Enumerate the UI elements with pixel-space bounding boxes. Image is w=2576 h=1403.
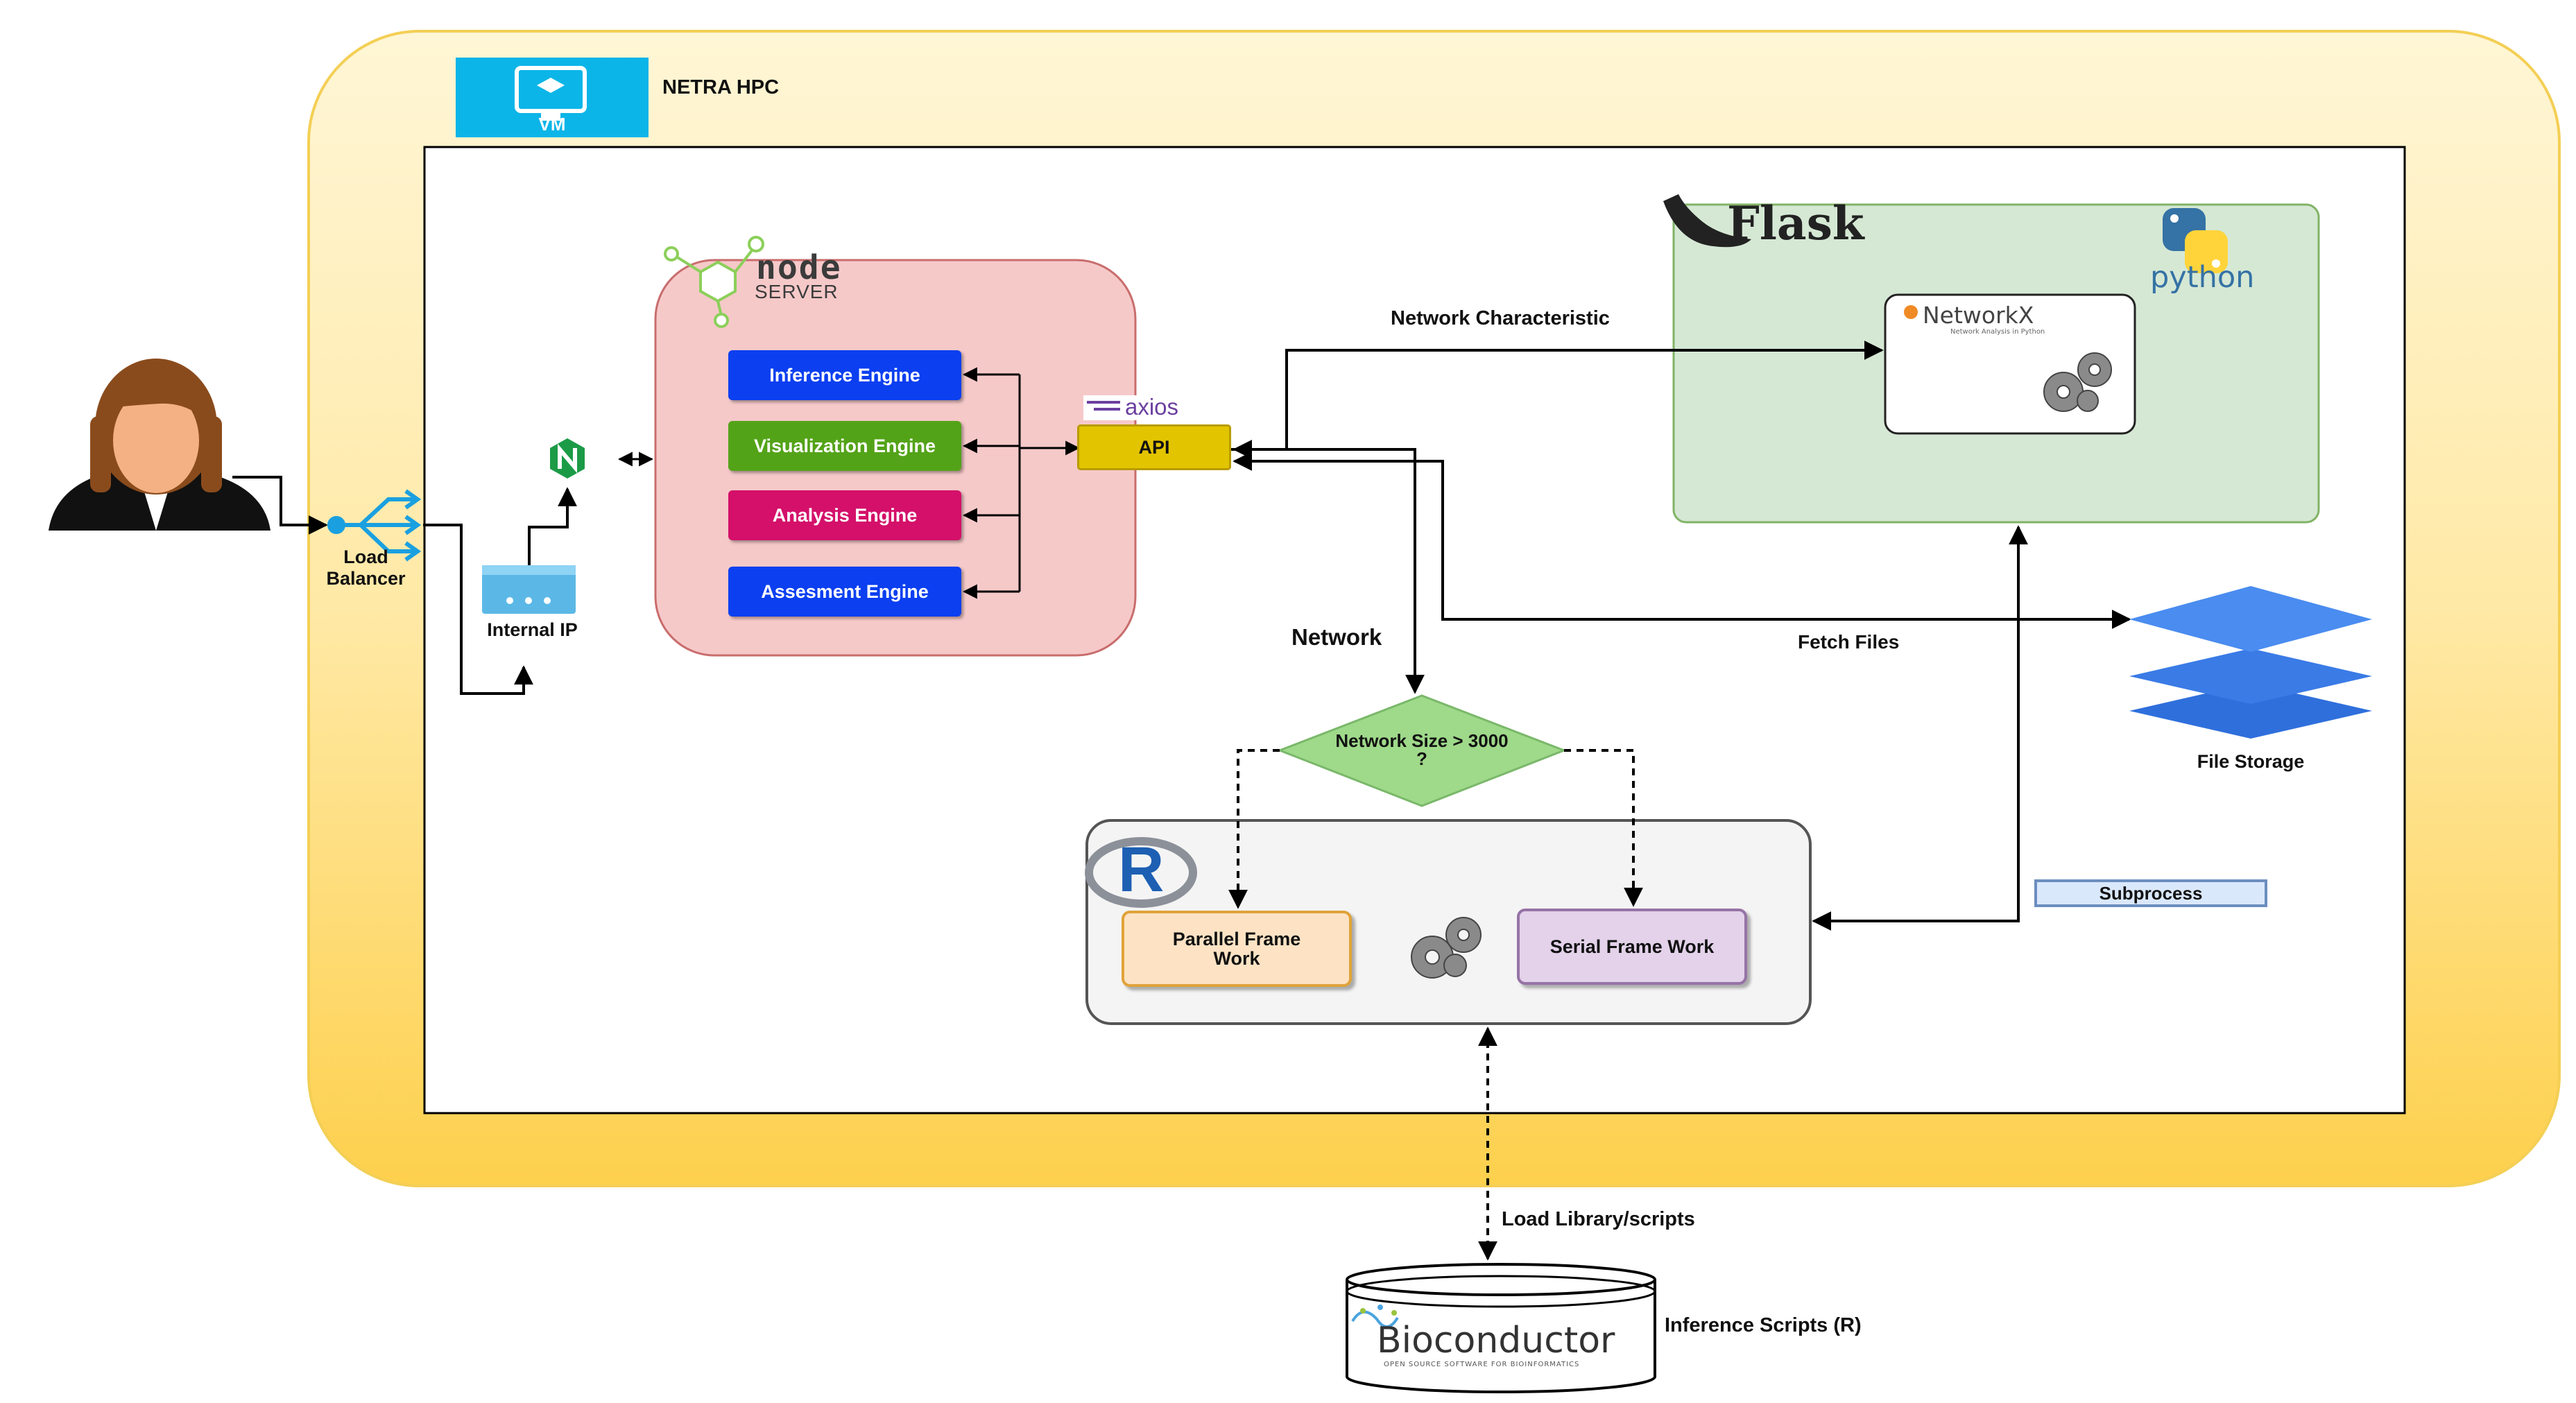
r-logo: R [1118,834,1165,905]
connector-decision-parallel [1228,749,1280,909]
load-balancer-label: Load Balancer [326,546,406,589]
axios-bar-icon-2 [1094,408,1120,411]
python-label: python [2150,260,2255,295]
decision-line1: Network Size > 3000 [1335,730,1509,751]
connector-internal-nginx [528,487,577,569]
inference-scripts-label: Inference Scripts (R) [1665,1314,1862,1336]
network-characteristic-label: Network Characteristic [1391,307,1610,329]
bioconductor-tagline: OPEN SOURCE SOFTWARE FOR BIOINFORMATICS [1384,1361,1580,1368]
load-library-label: Load Library/scripts [1502,1208,1695,1230]
decision-diamond [1276,694,1568,807]
axios-label: axios [1125,394,1179,420]
parallel-framework-box[interactable]: Parallel Frame Work [1122,911,1352,987]
analysis-engine-button[interactable]: Analysis Engine [728,490,961,540]
decision-label: Network Size > 3000 ? [1294,732,1550,768]
nginx-icon [550,438,585,479]
file-storage-label: File Storage [2197,751,2305,772]
connector-decision-serial [1564,749,1643,907]
connector-lb-internal [423,524,533,695]
flask-horn-icon [1663,194,1751,248]
serial-framework-box[interactable]: Serial Frame Work [1517,909,1747,985]
visualization-engine-button[interactable]: Visualization Engine [728,421,961,471]
python-logo-icon [2163,208,2228,273]
axios-bar-icon [1087,401,1120,404]
gear-icon [1411,917,1482,979]
subprocess-legend: Subprocess [2034,879,2267,907]
vm-label: VM [538,113,566,135]
connector-user-lb [232,476,328,535]
gear-icon-networkx [2043,352,2112,412]
r-logo-ring [1085,837,1197,908]
load-balancer-icon [327,489,422,562]
hpc-title: NETRA HPC [662,76,780,98]
user-avatar [49,359,271,531]
node-molecule-icon [664,236,764,328]
api-block[interactable]: API [1077,424,1231,470]
bioconductor-logo-text: Bioconductor [1377,1320,1615,1361]
decision-line2: ? [1416,748,1427,769]
internal-ip-icon [482,565,576,614]
vm-icon [456,58,649,137]
assesment-engine-button[interactable]: Assesment Engine [728,567,961,617]
file-storage-icon [2129,586,2372,739]
axios-badge: axios [1083,394,1214,420]
node-logo-text: node [756,248,842,287]
network-label: Network [1291,624,1382,650]
bioconductor-cylinder [1346,1263,1656,1393]
networkx-label: NetworkX [1923,302,2034,329]
flask-title: Flask [1727,196,1864,250]
networkx-sub-label: Network Analysis in Python [1950,328,2045,336]
connector-r-flask [1812,525,2028,931]
connector-api-storage [1233,451,2131,629]
node-sub-text: SERVER [755,281,839,302]
inference-engine-button[interactable]: Inference Engine [728,350,961,400]
internal-ip-label: Internal IP [487,619,578,640]
networkx-logo-icon [1904,305,1918,319]
fetch-files-label: Fetch Files [1798,631,1900,653]
